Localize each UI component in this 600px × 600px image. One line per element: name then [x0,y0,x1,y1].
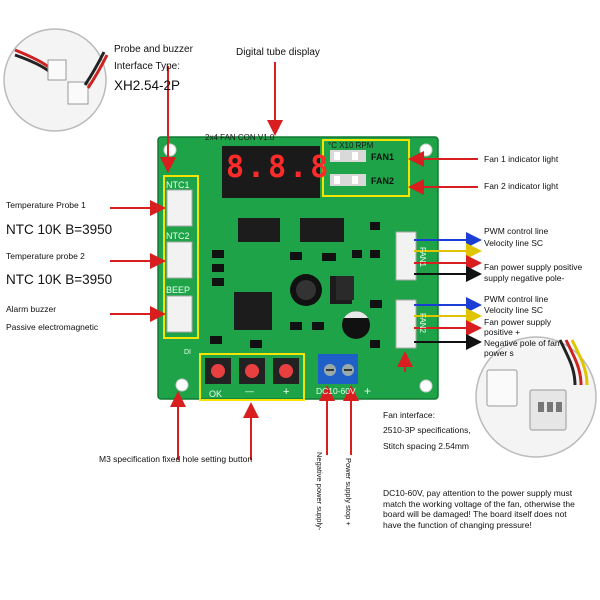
label-pwm1: PWM control line [484,226,549,236]
pcb-ntc1-label: NTC1 [166,180,190,190]
label-temp-probe1: Temperature Probe 1 [6,200,86,210]
fan-connector-photo [475,336,597,458]
pcb-ok-label: OK [209,389,223,399]
label-neg2a: Negative pole of fan [484,338,560,348]
digital-tube [222,146,320,198]
label-m3-button: M3 specification fixed hole setting butt… [99,454,253,464]
label-digital-tube: Digital tube display [236,47,320,58]
label-fan-spec: 2510-3P specifications, [383,425,471,435]
pcb-beep-label: BEEP [166,285,191,295]
label-neg2b: power s [484,348,514,358]
label-pos2a: Fan power supply [484,317,552,327]
label-negative-power: Negative power supply- [315,452,324,531]
pcb-minus-label: — [245,386,254,396]
label-ntc2-spec: NTC 10K B=3950 [6,272,113,287]
display-digits: 8.8.8 [226,150,332,185]
pcb-dc-label: DC10-60V [316,386,356,396]
label-vel1: Velocity line SC [484,238,544,248]
label-fan1-indicator: Fan 1 indicator light [484,154,559,164]
pcb-fan-conn2: FAN2 [418,313,427,334]
connector-photo-top [3,28,109,132]
pcb-dc-plus: + [364,384,372,398]
pcb-di-label: DI [184,349,191,356]
label-alarm-buzzer: Alarm buzzer [6,304,57,314]
label-probe-model: XH2.54-2P [114,78,181,93]
pcb-units: °C X10 RPM [328,141,374,150]
buttons-highlight-box [199,353,305,401]
label-neg1: supply negative pole- [484,273,565,283]
pcb-fan1-label: FAN1 [371,152,395,162]
label-probe-title: Probe and buzzer [114,44,193,55]
pcb-fan-conn1: FAN1 [418,247,427,268]
pcb-plus-label: + [283,386,290,398]
label-fan-interface: Fan interface: [383,410,435,420]
label-ntc1-spec: NTC 10K B=3950 [6,222,113,237]
label-pos2b: positive + [484,327,521,337]
label-pwm2: PWM control line [484,294,549,304]
label-passive: Passive electromagnetic [6,322,99,332]
fan-indicator-highlight [322,139,410,197]
label-positive-power: Power supply stop + [344,458,353,526]
pcb-title: 2x4 FAN CON V1.0 [205,133,275,142]
label-pos1: Fan power supply positive [484,262,583,272]
label-temp-probe2: Temperature probe 2 [6,251,85,261]
label-probe-type: Interface Type: [114,61,180,72]
label-fan2-indicator: Fan 2 indicator light [484,181,559,191]
pcb-fan2-label: FAN2 [371,176,395,186]
label-fan-pitch: Stitch spacing 2.54mm [383,441,469,451]
pcb-ntc2-label: NTC2 [166,231,190,241]
label-dc-note: DC10-60V, pay attention to the power sup… [383,488,575,530]
label-vel2: Velocity line SC [484,305,544,315]
